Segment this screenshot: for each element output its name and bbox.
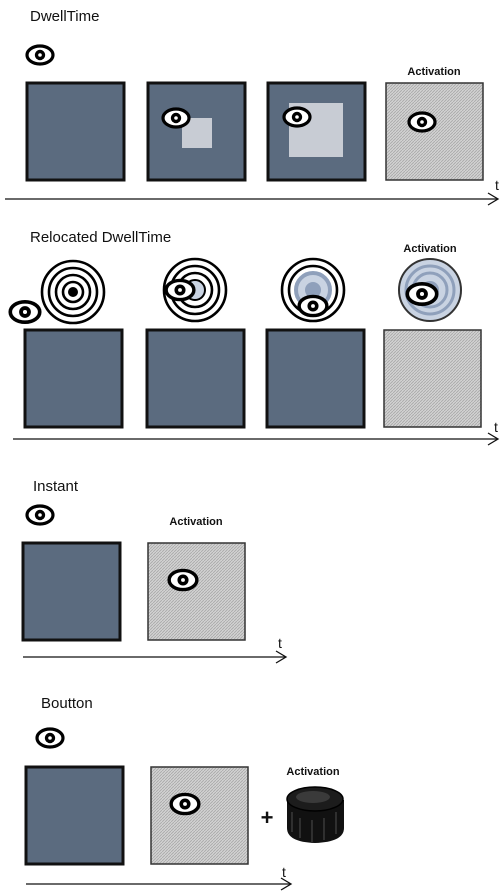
target-inactive [21, 541, 122, 642]
push-button-icon [286, 786, 344, 843]
section-relocated-dwelltime: Relocated DwellTime Activation [10, 229, 500, 446]
target-inactive [23, 328, 124, 429]
eye-icon [284, 108, 310, 126]
section-instant: Instant Activation t [21, 478, 288, 664]
eye-icon [171, 794, 199, 813]
activation-label: Activation [403, 243, 456, 255]
axis-arrowhead [487, 192, 500, 206]
target-dwell-start [145, 328, 246, 429]
target-activated [385, 82, 484, 181]
section-title: DwellTime [30, 8, 99, 25]
axis-arrowhead [275, 650, 288, 664]
target-rings-icon [40, 259, 106, 325]
section-boutton: Boutton + Activation t [24, 695, 344, 891]
axis-arrowhead [280, 877, 293, 891]
eye-icon [169, 570, 197, 589]
plus-operator: + [261, 805, 274, 830]
target-inactive [25, 81, 126, 182]
activation-label: Activation [169, 516, 222, 528]
eye-icon [25, 504, 55, 526]
target-activated [383, 329, 482, 428]
section-title: Relocated DwellTime [30, 229, 171, 246]
target-inactive [24, 765, 125, 866]
eye-icon [10, 302, 39, 322]
activation-label: Activation [407, 66, 460, 78]
eye-icon [163, 109, 189, 127]
eye-icon [407, 284, 436, 304]
section-title: Boutton [41, 695, 93, 712]
axis-label-t: t [495, 177, 499, 193]
eye-icon [299, 296, 327, 315]
section-title: Instant [33, 478, 79, 495]
axis-label-t: t [494, 419, 498, 435]
axis-label-t: t [282, 864, 286, 880]
eye-icon [409, 113, 435, 131]
axis-label-t: t [278, 635, 282, 651]
activation-label: Activation [286, 766, 339, 778]
eye-icon [35, 727, 65, 749]
section-dwelltime: DwellTime Activation t [5, 8, 500, 206]
axis-arrowhead [487, 432, 500, 446]
eye-icon [166, 280, 194, 299]
target-dwell-progress [265, 328, 366, 429]
target-activated [150, 766, 249, 865]
target-activated [147, 542, 246, 641]
eye-icon [27, 46, 53, 64]
